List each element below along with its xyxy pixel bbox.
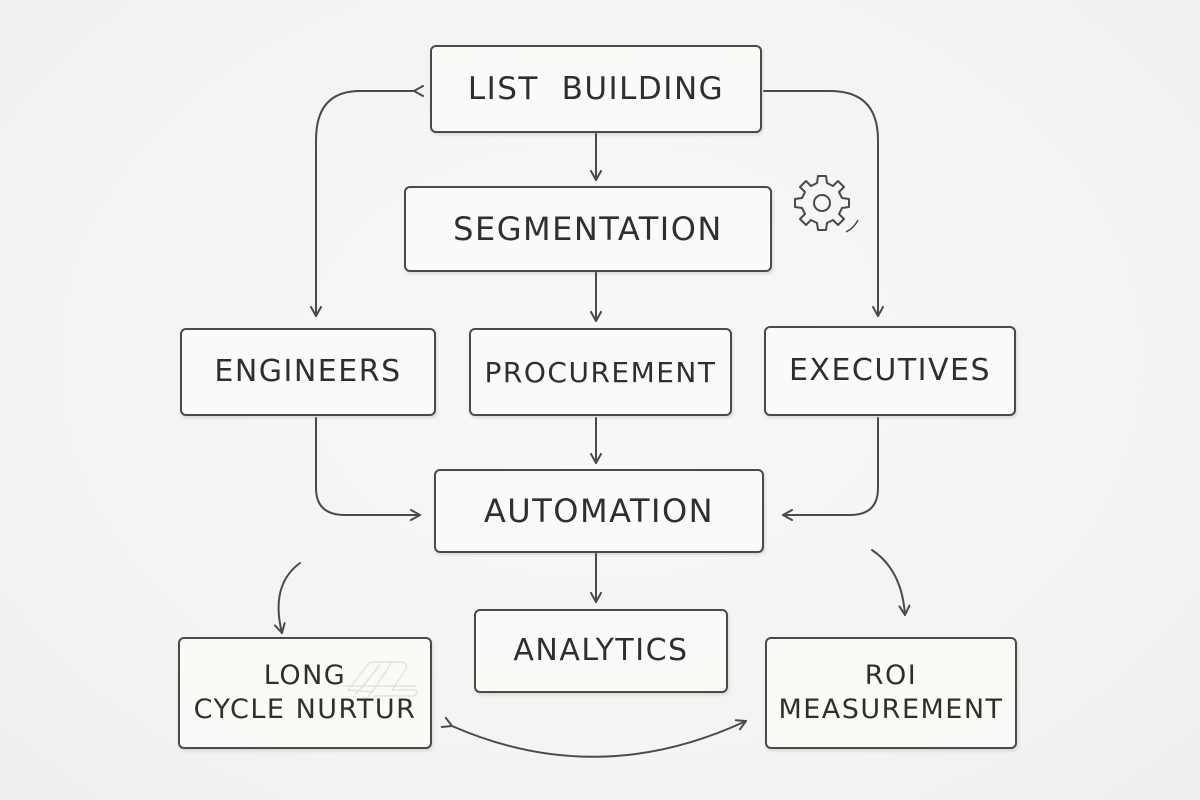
long-cycle-nurture-node: LONG CYCLE NURTUR <box>178 637 432 749</box>
engineers-node: ENGINEERS <box>180 328 436 416</box>
analytics-label: ANALYTICS <box>513 633 689 669</box>
long-cycle-label-line2: CYCLE NURTUR <box>193 694 417 725</box>
analytics-node: ANALYTICS <box>474 609 728 693</box>
list-building-label: LIST BUILDING <box>467 70 725 107</box>
engineers-label: ENGINEERS <box>214 354 402 390</box>
executives-label: EXECUTIVES <box>788 353 992 389</box>
procurement-label: PROCUREMENT <box>484 355 717 389</box>
segmentation-node: SEGMENTATION <box>404 186 772 272</box>
arrow-to-roi <box>871 549 911 616</box>
automation-label: AUTOMATION <box>483 492 715 530</box>
roi-measurement-node: ROI MEASUREMENT <box>765 637 1017 749</box>
segmentation-label: SEGMENTATION <box>453 210 723 248</box>
arrow-list-to-executives <box>763 90 884 317</box>
list-building-node: LIST BUILDING <box>430 45 762 133</box>
arrow-list-engineers-loop <box>310 85 424 317</box>
gear-icon <box>794 175 859 233</box>
procurement-node: PROCUREMENT <box>469 328 732 416</box>
long-cycle-label-line1: LONG <box>263 660 347 692</box>
arrow-engineers-to-automation <box>315 417 421 521</box>
automation-node: AUTOMATION <box>434 469 764 553</box>
arrow-executives-to-automation <box>782 417 879 521</box>
arrow-to-long-cycle <box>273 562 301 634</box>
roi-label-line1: ROI <box>864 660 918 692</box>
executives-node: EXECUTIVES <box>764 326 1016 416</box>
arrow-long-cycle-roi-arc <box>440 716 747 758</box>
roi-label-line2: MEASUREMENT <box>778 694 1004 725</box>
